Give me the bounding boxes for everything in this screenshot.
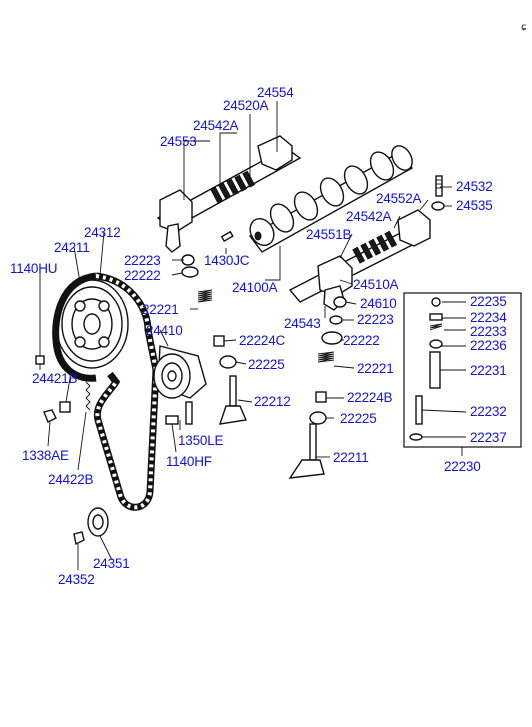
label-22230: 22230 [444, 459, 481, 474]
label-22235: 22235 [470, 294, 507, 309]
seal-22224B [315, 391, 327, 403]
key-24352 [73, 531, 85, 546]
label-1140HF: 1140HF [166, 454, 212, 469]
label-1350LE: 1350LE [178, 433, 224, 448]
label-22231: 22231 [470, 363, 507, 378]
label-24532: 24532 [456, 179, 493, 194]
label-24410: 24410 [146, 323, 183, 338]
bolt-1140HU [35, 355, 45, 370]
label-22222-right: 22222 [343, 333, 380, 348]
crank-sprocket-24351 [87, 507, 109, 537]
label-24553: 24553 [160, 134, 197, 149]
right-cam-bracket-24552A [397, 209, 431, 247]
label-24312: 24312 [84, 225, 121, 240]
label-24352: 24352 [58, 572, 95, 587]
label-22211: 22211 [333, 450, 369, 465]
label-24100A: 24100A [232, 280, 278, 295]
label-24551B: 24551B [306, 227, 352, 242]
nut-24535 [431, 201, 445, 211]
timing-belt-24312 [52, 272, 160, 511]
label-24422B: 24422B [48, 472, 94, 487]
label-22232: 22232 [470, 404, 507, 419]
bolt-1350LE [185, 401, 193, 425]
tensioner-24410 [153, 345, 207, 399]
leader-lines [39, 101, 467, 570]
lifter-24610 [333, 296, 347, 308]
label-22224B: 22224B [347, 390, 393, 405]
spring-22221-right [317, 351, 335, 363]
label-1140HU: 1140HU [10, 261, 57, 276]
spring-24422B [85, 381, 91, 411]
label-22237: 22237 [470, 430, 507, 445]
left-cam-bracket-rear [257, 135, 293, 171]
valve-22212 [218, 375, 247, 425]
seat-22225-right [309, 411, 327, 425]
bolt-1140HF [165, 415, 179, 425]
label-24610: 24610 [360, 296, 397, 311]
bolt-24532 [435, 175, 443, 197]
label-24542A-top: 24542A [193, 118, 239, 133]
seat-22225-left [219, 355, 237, 369]
retainer-22222-right [321, 331, 343, 345]
label-22236: 22236 [470, 338, 507, 353]
left-spring-coil-24520A [210, 170, 256, 204]
label-24211: 24211 [54, 240, 90, 255]
key-1430JC [220, 230, 234, 243]
label-22233: 22233 [470, 324, 507, 339]
label-22225-left: 22225 [248, 357, 285, 372]
right-spring-coil [352, 230, 398, 264]
part-22235 [431, 297, 441, 307]
label-24535: 24535 [456, 198, 493, 213]
retainer-22222-left [181, 266, 199, 278]
label-22222-left: 22222 [124, 268, 161, 283]
bolt-24421B [59, 401, 71, 413]
label-24543: 24543 [284, 316, 321, 331]
nut-1338AE [43, 409, 57, 423]
valve-22211 [288, 423, 325, 479]
label-24520A: 24520A [223, 98, 269, 113]
lifter-22223-right [329, 315, 343, 325]
label-22221-right: 22221 [357, 361, 394, 376]
label-24421B: 24421B [32, 371, 78, 386]
label-1430JC: 1430JC [204, 253, 250, 268]
label-24554: 24554 [257, 85, 294, 100]
corner-mark: ɕ [521, 22, 527, 33]
label-24510A: 24510A [353, 277, 399, 292]
label-24552A: 24552A [376, 191, 422, 206]
left-cam-bracket-front [159, 189, 193, 253]
label-24351: 24351 [93, 556, 130, 571]
label-24542A-right: 24542A [346, 209, 392, 224]
label-22224C: 22224C [239, 333, 286, 348]
camshaft-24100A [248, 145, 414, 253]
camshaft-sprocket-24211 [55, 279, 129, 369]
spring-22221-left [197, 289, 213, 303]
seal-22224C [213, 335, 225, 347]
label-1338AE: 1338AE [22, 448, 69, 463]
label-22221-left: 22221 [142, 302, 179, 317]
label-22223-right: 22223 [357, 312, 394, 327]
label-22225-right: 22225 [340, 411, 377, 426]
label-22223-left: 22223 [124, 253, 161, 268]
part-labels: 24554 24520A 24542A 24553 24532 24552A 2… [10, 85, 507, 587]
label-22212: 22212 [254, 394, 291, 409]
label-22234: 22234 [470, 310, 507, 325]
